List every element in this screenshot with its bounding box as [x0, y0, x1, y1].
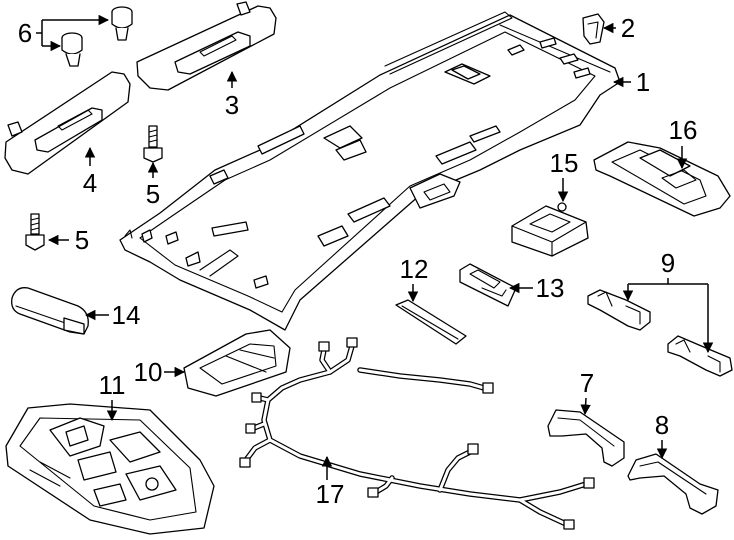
- grab-handle-part-8: [627, 453, 719, 515]
- wire-harness-part-17: [239, 337, 595, 530]
- wire-connectors: [239, 337, 595, 530]
- clip-part-2: [582, 13, 605, 45]
- bolt-part-5a: [143, 125, 163, 163]
- callout-5b: 5: [75, 225, 89, 255]
- callout-9: 9: [661, 248, 675, 278]
- clip-part-9a: [587, 289, 651, 331]
- leader-6-bracket: [36, 20, 43, 46]
- console-part-11: [5, 403, 215, 535]
- sun-visor-part-3: [136, 1, 277, 91]
- clip-part-6a: [111, 6, 133, 41]
- callout-14: 14: [112, 300, 141, 330]
- callout-13: 13: [536, 273, 565, 303]
- bolt-part-5b: [25, 213, 45, 251]
- bracket-part-13: [459, 263, 517, 307]
- callout-12: 12: [400, 254, 429, 284]
- headliner-part: [119, 11, 621, 331]
- callout-17: 17: [316, 479, 345, 509]
- callout-6: 6: [18, 18, 32, 48]
- callout-11: 11: [99, 370, 126, 400]
- callout-labels: 6 2 3 1 4 5 5 16 15 9 12 13 14 10 11 7 8…: [18, 13, 698, 509]
- lamp-part-16: [593, 141, 731, 217]
- leader-9-bracket: [628, 278, 708, 285]
- grab-handle-part-7: [547, 409, 625, 467]
- callout-15: 15: [550, 148, 579, 178]
- callout-16: 16: [669, 115, 698, 145]
- clip-part-6b: [61, 32, 83, 67]
- clip-part-9b: [667, 335, 733, 377]
- callout-10: 10: [134, 357, 163, 387]
- callout-2: 2: [621, 13, 635, 43]
- callout-7: 7: [580, 368, 594, 398]
- sun-visor-part-4: [4, 71, 131, 175]
- callout-5a: 5: [146, 179, 160, 209]
- callout-1: 1: [636, 67, 650, 97]
- switch-part-15: [511, 202, 589, 257]
- tray-part-10: [183, 329, 291, 397]
- callout-3: 3: [225, 90, 239, 120]
- strip-part-12: [395, 299, 467, 345]
- wire-harness-fill: [244, 344, 588, 526]
- callout-4: 4: [83, 168, 97, 198]
- leader-7: [580, 397, 591, 416]
- lamp-part-14: [11, 287, 89, 335]
- callout-8: 8: [655, 410, 669, 440]
- leader-lines: [36, 14, 714, 480]
